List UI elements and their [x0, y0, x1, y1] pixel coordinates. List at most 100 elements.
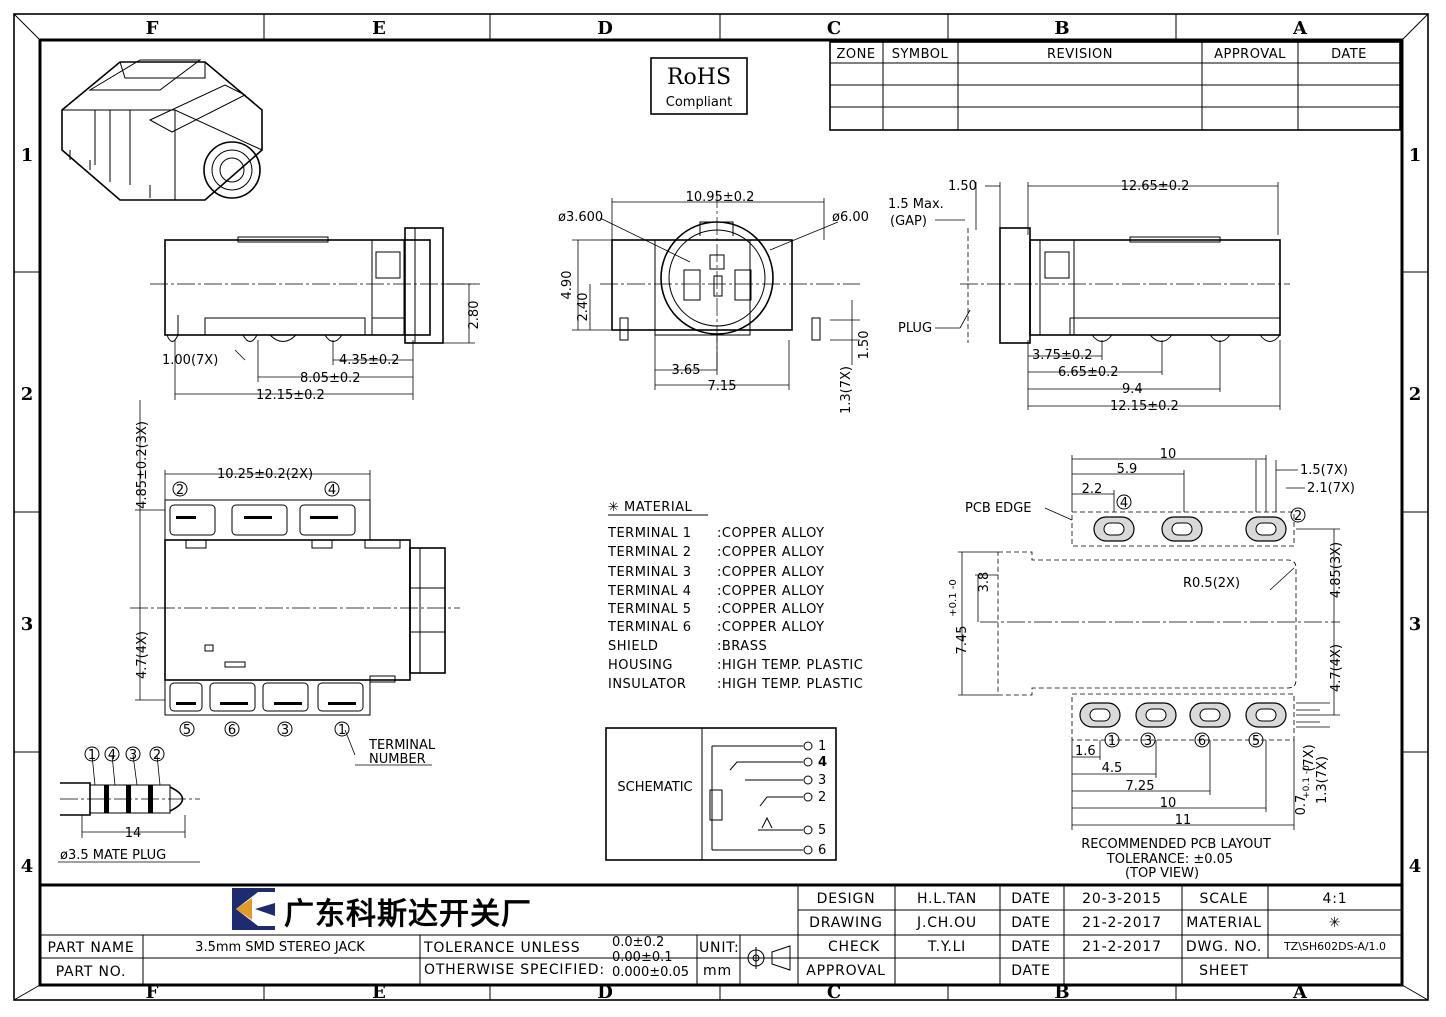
dim-plug-14: 14 [125, 826, 142, 841]
dim-front-2-40: 2.40 [576, 293, 591, 322]
dim-pcb-10: 10 [1160, 447, 1177, 462]
material-row-2-value: :COPPER ALLOY [717, 545, 825, 560]
dim-right-9-4: 9.4 [1122, 382, 1143, 397]
dim-pcb-1-3: 1.3(7X) [1315, 756, 1330, 804]
material-row-9-part: INSULATOR [608, 677, 686, 692]
material-title: ✳ MATERIAL [608, 500, 693, 515]
pcb-edge-label: PCB EDGE [965, 501, 1031, 516]
dim-pcb-10-b: 10 [1160, 796, 1177, 811]
dim-pcb-4-5: 4.5 [1102, 761, 1123, 776]
material-row-1-value: :COPPER ALLOY [717, 526, 825, 541]
pin-label-6: 6 [228, 723, 236, 738]
dim-front-1-50: 1.50 [857, 331, 872, 360]
tolerance-line-1: TOLERANCE UNLESS [423, 940, 580, 956]
zone-letters-top: F E D C B A [146, 18, 1308, 39]
zone-row-1-right: 1 [1409, 145, 1422, 166]
design-label: DESIGN [817, 891, 876, 907]
dim-side-4-35: 4.35±0.2 [339, 353, 400, 368]
zone-col-a: A [1292, 18, 1308, 39]
top-view-pin-labels: 2 4 5 6 3 1 [172, 481, 350, 738]
zone-col-d-bottom: D [597, 982, 613, 1003]
dim-pcb-2-2: 2.2 [1082, 482, 1103, 497]
scale-value: 4:1 [1323, 891, 1348, 907]
pcb-pads-top [1093, 516, 1287, 542]
zone-col-c-bottom: C [827, 982, 841, 1003]
part-name-value: 3.5mm SMD STEREO JACK [195, 940, 365, 955]
dim-pcb-4-7: 4.7(4X) [1329, 644, 1344, 692]
dim-pcb-5-9: 5.9 [1117, 462, 1138, 477]
right-view: 1.50 12.65±0.2 1.5 Max. (GAP) PLUG 3.75±… [888, 179, 1290, 414]
dim-side-8-05: 8.05±0.2 [300, 371, 361, 386]
material-row-4-part: TERMINAL 4 [607, 584, 692, 599]
schematic: SCHEMATIC 1 4 3 2 5 6 [605, 727, 837, 861]
dim-side-1-00: 1.00(7X) [162, 353, 218, 368]
dim-pcb-r0-5: R0.5(2X) [1183, 576, 1240, 591]
plug-pin-2: 2 [153, 748, 161, 763]
plug-caption: ø3.5 MATE PLUG [60, 848, 166, 863]
rev-header-symbol: SYMBOL [892, 47, 949, 62]
unit-label: UNIT: [699, 940, 740, 956]
pcb-pads-bottom [1079, 702, 1287, 728]
dim-pcb-7-45: 7.45 [955, 626, 970, 655]
tolerance-line-2: OTHERWISE SPECIFIED: [424, 962, 605, 978]
zone-col-b-bottom: B [1054, 982, 1069, 1003]
mate-plug: 1 4 3 2 14 ø3.5 MATE PLUG [58, 746, 200, 863]
dim-pcb-1-5: 1.5(7X) [1300, 463, 1348, 478]
dwg-no-label: DWG. NO. [1186, 939, 1262, 955]
material-rows: TERMINAL 1 :COPPER ALLOY TERMINAL 2 :COP… [607, 526, 863, 692]
dim-front-1-3: 1.3(7X) [839, 366, 854, 414]
terminal-label-1: TERMINAL [368, 738, 436, 753]
material-row-8-value: :HIGH TEMP. PLASTIC [717, 658, 863, 673]
dim-pcb-3-8: 3.8 [977, 572, 992, 593]
dim-pcb-1-6: 1.6 [1075, 744, 1096, 759]
design-date: 20-3-2015 [1082, 891, 1162, 907]
company-logo [232, 888, 275, 930]
zone-row-3-left: 3 [21, 614, 34, 635]
dim-side-12-15: 12.15±0.2 [256, 388, 325, 403]
dim-top-4-7: 4.7(4X) [135, 631, 150, 679]
material-row-3-value: :COPPER ALLOY [717, 565, 825, 580]
zone-row-2-left: 2 [21, 384, 34, 405]
dim-right-plug: PLUG [898, 321, 932, 336]
rev-header-revision: REVISION [1047, 47, 1113, 62]
material-row-8-part: HOUSING [608, 658, 673, 673]
tolerance-value-b: 0.00±0.1 [612, 950, 673, 965]
drawing-value: J.CH.OU [916, 915, 977, 931]
material-list: ✳ MATERIAL TERMINAL 1 :COPPER ALLOY TERM… [607, 500, 863, 692]
revision-table: ZONE SYMBOL REVISION APPROVAL DATE [829, 41, 1401, 131]
zone-row-4-left: 4 [21, 856, 34, 877]
zone-row-2-right: 2 [1409, 384, 1422, 405]
check-value: T.Y.LI [927, 939, 966, 955]
pcb-pin-3: 3 [1144, 734, 1152, 749]
pcb-tolerance: TOLERANCE: ±0.05 [1106, 852, 1233, 867]
schematic-pin-1: 1 [818, 739, 826, 754]
dim-pcb-4-85: 4.85(3X) [1329, 542, 1344, 598]
design-value: H.L.TAN [917, 891, 977, 907]
pcb-pin-1: 1 [1108, 734, 1116, 749]
dim-front-3-65: 3.65 [672, 363, 701, 378]
material-value: ✳ [1329, 915, 1342, 931]
date-label-2: DATE [1011, 915, 1051, 931]
schematic-pin-4: 4 [818, 755, 827, 770]
drawing-label: DRAWING [809, 915, 883, 931]
rohs-title: RoHS [667, 65, 731, 90]
zone-row-1-left: 1 [21, 145, 34, 166]
schematic-pin-5: 5 [818, 823, 826, 838]
tolerance-value-c: 0.000±0.05 [612, 965, 689, 980]
date-label-1: DATE [1011, 891, 1051, 907]
dim-top-4-85: 4.85±0.2(3X) [135, 421, 150, 509]
dim-right-3-75: 3.75±0.2 [1032, 348, 1093, 363]
zone-col-a-bottom: A [1292, 982, 1308, 1003]
rev-header-zone: ZONE [836, 47, 875, 62]
part-name-label: PART NAME [47, 940, 134, 956]
material-row-7-part: SHIELD [608, 639, 658, 654]
schematic-pin-6: 6 [818, 843, 826, 858]
zone-col-d: D [597, 18, 613, 39]
unit-value: mm [703, 963, 732, 979]
zone-row-3-right: 3 [1409, 614, 1422, 635]
material-row-9-value: :HIGH TEMP. PLASTIC [717, 677, 863, 692]
dim-right-gap-2: (GAP) [890, 214, 927, 229]
rev-header-approval: APPROVAL [1214, 47, 1286, 62]
pcb-pin-4: 4 [1120, 496, 1128, 511]
